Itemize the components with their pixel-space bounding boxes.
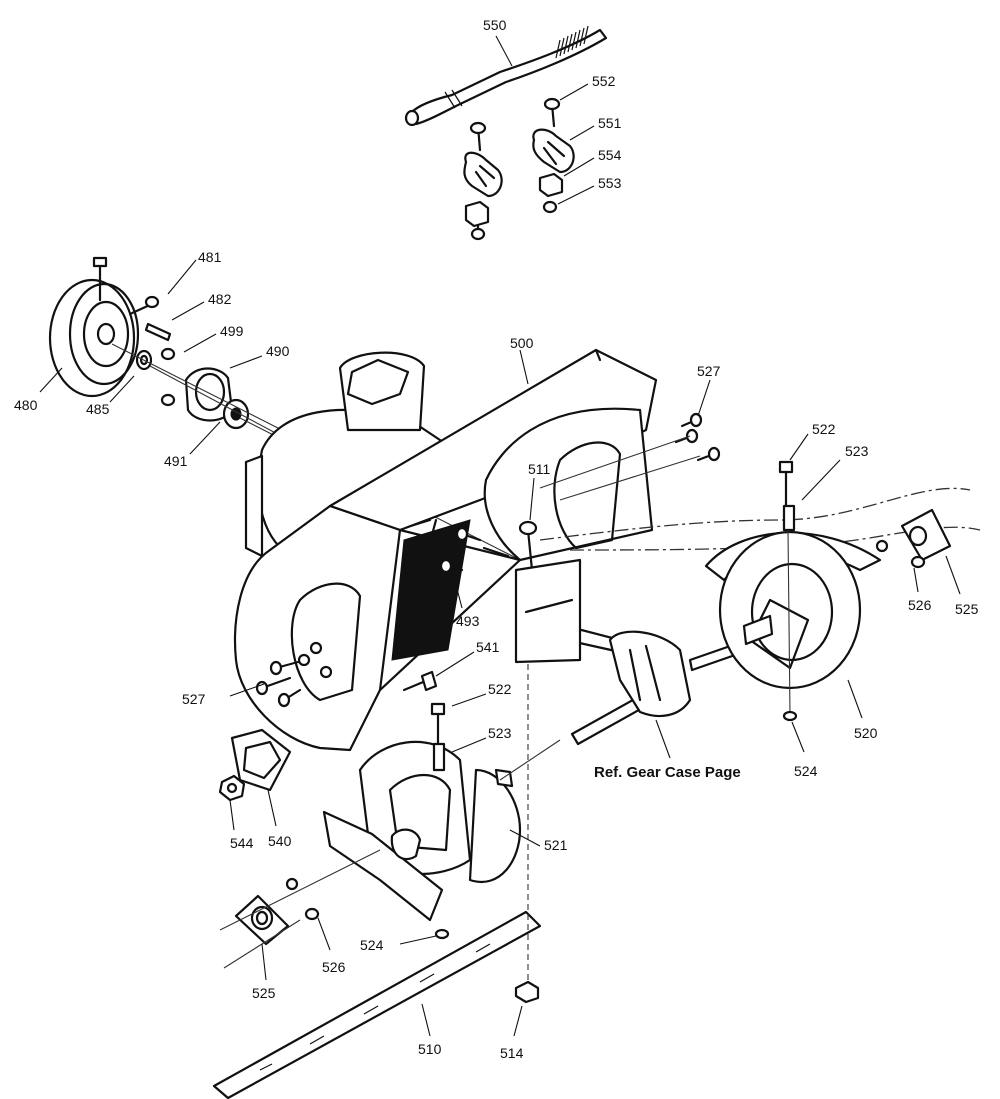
scraper-bar-510 — [212, 910, 542, 1099]
callout-554: 554 — [598, 147, 622, 163]
callout-521: 521 — [544, 837, 568, 853]
bracket-540 — [230, 728, 292, 792]
rod-clamp-assembly-left — [463, 121, 503, 241]
callout-525-right: 525 — [955, 601, 979, 617]
bearing-525-right — [875, 508, 952, 569]
nut-524-right — [782, 710, 798, 722]
callout-524-right: 524 — [794, 763, 818, 779]
key-482 — [144, 322, 172, 342]
callout-514: 514 — [500, 1045, 524, 1061]
callout-481: 481 — [198, 249, 222, 265]
bearing-525-left — [234, 877, 320, 946]
callout-499: 499 — [220, 323, 244, 339]
callout-485: 485 — [86, 401, 110, 417]
callout-510: 510 — [418, 1041, 442, 1057]
callout-520: 520 — [854, 725, 878, 741]
bearing-flange-490 — [160, 347, 250, 430]
callout-493: 493 — [456, 613, 480, 629]
leader-lines — [39, 35, 961, 1037]
callout-491: 491 — [164, 453, 188, 469]
callout-480: 480 — [14, 397, 38, 413]
nut-524-left — [434, 928, 450, 940]
callout-527-left: 527 — [182, 691, 206, 707]
pulley-480 — [48, 256, 140, 398]
shear-bolt-511 — [518, 520, 538, 572]
gear-case-shaft — [514, 558, 740, 746]
bolts-527-right — [674, 412, 721, 462]
callout-526-left: 526 — [322, 959, 346, 975]
callout-550: 550 — [483, 17, 507, 33]
callout-525-left: 525 — [252, 985, 276, 1001]
callout-553: 553 — [598, 175, 622, 191]
callout-labels: 550 552 551 554 553 481 482 499 490 480 … — [14, 17, 979, 1061]
nut-514 — [514, 980, 540, 1004]
callout-526-right: 526 — [908, 597, 932, 613]
chute-crank-rod — [404, 25, 608, 127]
callout-523-right: 523 — [845, 443, 869, 459]
auger-520 — [704, 530, 882, 690]
bolt-522-right — [778, 460, 796, 715]
callout-551: 551 — [598, 115, 622, 131]
callout-522-right: 522 — [812, 421, 836, 437]
bolts-527-left — [255, 660, 302, 708]
bolt-541 — [402, 670, 438, 692]
callout-490: 490 — [266, 343, 290, 359]
callout-524-left: 524 — [360, 937, 384, 953]
callout-482: 482 — [208, 291, 232, 307]
nut-544 — [218, 774, 246, 802]
callout-541: 541 — [476, 639, 500, 655]
bolt-522-left — [430, 702, 446, 772]
bolts-493 — [439, 526, 510, 574]
callout-552: 552 — [592, 73, 616, 89]
rod-clamp-assembly-right — [532, 97, 575, 214]
callout-522-left: 522 — [488, 681, 512, 697]
rod-spline-end — [555, 25, 589, 59]
reference-note: Ref. Gear Case Page — [594, 764, 741, 781]
callout-523-left: 523 — [488, 725, 512, 741]
bolt-481 — [128, 295, 160, 316]
auger-521 — [322, 740, 522, 922]
callout-527-right: 527 — [697, 363, 721, 379]
callout-511: 511 — [528, 461, 551, 477]
callout-540: 540 — [268, 833, 292, 849]
callout-500: 500 — [510, 335, 534, 351]
callout-544: 544 — [230, 835, 254, 851]
